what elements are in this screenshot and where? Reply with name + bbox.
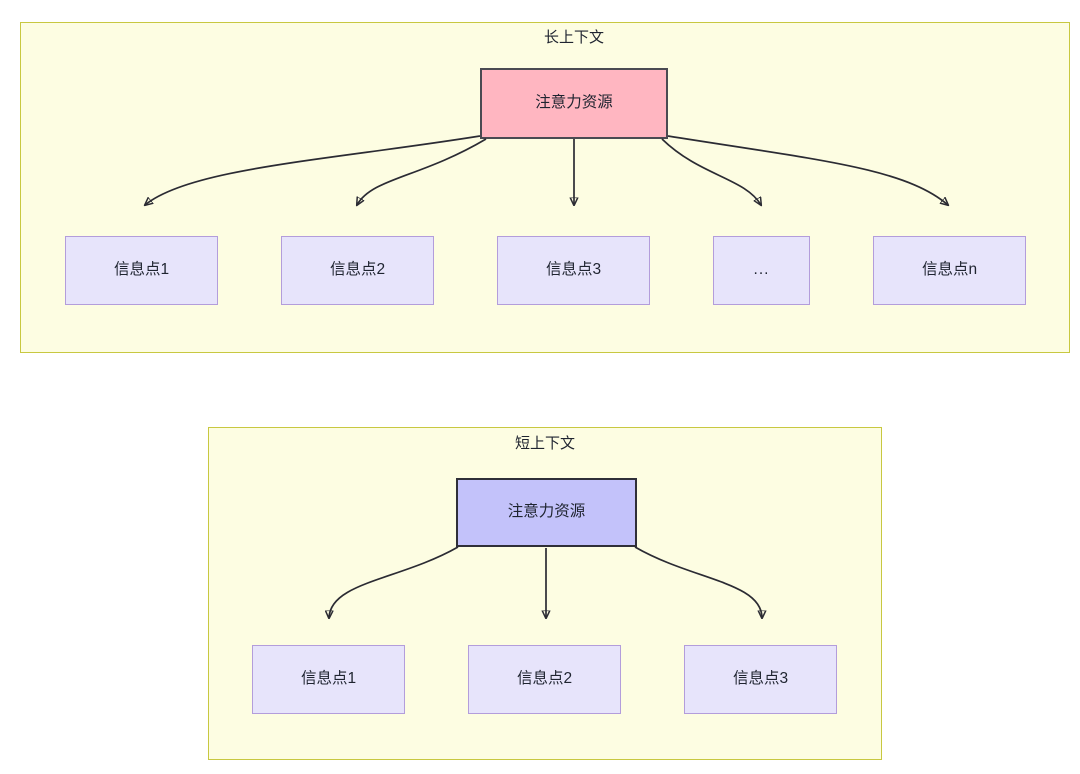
node-info-point-ellipsis-long[interactable]: ... bbox=[713, 236, 810, 305]
node-label: ... bbox=[753, 261, 770, 279]
node-info-point-1-short[interactable]: 信息点1 bbox=[252, 645, 405, 714]
node-info-point-1-long[interactable]: 信息点1 bbox=[65, 236, 218, 305]
node-label: 信息点3 bbox=[732, 670, 789, 688]
node-label: 信息点2 bbox=[516, 670, 573, 688]
panel-short-context-title: 短上下文 bbox=[514, 435, 575, 452]
node-label: 信息点1 bbox=[113, 261, 170, 279]
node-attention-resource-short[interactable]: 注意力资源 bbox=[456, 478, 637, 547]
node-info-point-3-long[interactable]: 信息点3 bbox=[497, 236, 650, 305]
node-attention-resource-long[interactable]: 注意力资源 bbox=[480, 68, 668, 139]
node-info-point-n-long[interactable]: 信息点n bbox=[873, 236, 1026, 305]
node-label: 信息点2 bbox=[329, 261, 386, 279]
node-info-point-2-long[interactable]: 信息点2 bbox=[281, 236, 434, 305]
node-label: 注意力资源 bbox=[507, 503, 586, 521]
node-label: 注意力资源 bbox=[535, 94, 613, 112]
node-label: 信息点1 bbox=[300, 670, 357, 688]
node-info-point-3-short[interactable]: 信息点3 bbox=[684, 645, 837, 714]
node-info-point-2-short[interactable]: 信息点2 bbox=[468, 645, 621, 714]
node-label: 信息点n bbox=[921, 261, 978, 279]
node-label: 信息点3 bbox=[545, 261, 602, 279]
panel-long-context-title: 长上下文 bbox=[543, 29, 604, 46]
